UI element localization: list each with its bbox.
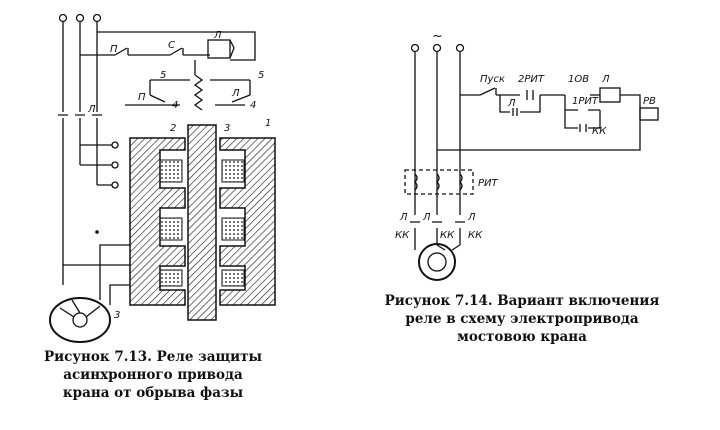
figure-right-labels: ~ Пуск 2РИТ Л 1ОВ 1РИТ Л РВ КК РИТ Л Л Л… xyxy=(395,29,656,241)
rit-coils xyxy=(414,173,463,191)
relay-armature xyxy=(229,39,235,59)
coil-terminal-3 xyxy=(111,181,119,189)
r-rit2-contact xyxy=(526,90,534,100)
terminal-2 xyxy=(75,13,85,23)
r-motor-rotor xyxy=(427,252,447,272)
label-rit1: 1РИТ xyxy=(572,96,599,107)
caption-figure-7-14: Рисунок 7.14. Вариант включения реле в с… xyxy=(372,292,672,346)
label-five-left: 5 xyxy=(160,70,166,81)
label-four-left: 4 xyxy=(172,100,178,111)
phase-lines xyxy=(62,22,98,112)
winding-l2 xyxy=(159,217,183,241)
motor-feed xyxy=(62,244,130,305)
terminal-1 xyxy=(58,13,68,23)
coil-terminal-1 xyxy=(111,141,119,149)
motor-spokes xyxy=(59,299,101,318)
relay-coil-top xyxy=(207,39,231,59)
caption-figure-7-13: Рисунок 7.13. Реле защиты асинхронного п… xyxy=(18,348,288,402)
label-l-coil: Л xyxy=(601,74,610,85)
label-part3: 3 xyxy=(224,123,230,134)
r-coil-rv xyxy=(639,107,659,121)
r-rit1-branch xyxy=(564,95,600,111)
r-phase-lines xyxy=(414,52,461,215)
label-pusk: Пуск xyxy=(480,74,505,85)
relay-arms xyxy=(149,94,251,103)
coil-terminal-2 xyxy=(111,161,119,169)
winding-r3 xyxy=(221,269,245,287)
label-kk2: КК xyxy=(440,230,455,241)
label-kk: КК xyxy=(592,126,607,137)
relay-winding xyxy=(193,60,204,111)
caption-line: реле в схему электропривода xyxy=(405,311,639,327)
label-line-l: Л xyxy=(87,104,96,115)
motor-circle xyxy=(49,297,111,343)
r-lower-contacts xyxy=(410,221,465,250)
center-bar xyxy=(187,124,217,321)
winding-r2 xyxy=(221,217,245,241)
label-l-lower: Л xyxy=(231,88,240,99)
caption-line: крана от обрыва фазы xyxy=(62,385,244,401)
label-kk3: КК xyxy=(468,230,483,241)
label-l2: Л xyxy=(422,212,431,223)
caption-line: Рисунок 7.13. Реле защиты xyxy=(43,349,263,365)
caption-line: Рисунок 7.14. Вариант включения xyxy=(384,293,660,309)
label-1ov: 1ОВ xyxy=(568,74,589,85)
r-terminal-3 xyxy=(455,43,465,53)
caption-line: мостовою крана xyxy=(457,329,587,345)
r-terminal-2 xyxy=(432,43,442,53)
label-rit2: 2РИТ xyxy=(518,74,545,85)
r-kk-branch xyxy=(564,110,601,129)
r-control-top xyxy=(437,94,641,151)
label-p-contact: П xyxy=(110,44,118,55)
label-tilde: ~ xyxy=(432,29,443,44)
label-part1: 1 xyxy=(265,118,271,129)
r-l-contact xyxy=(512,108,518,116)
label-relay-top: Л xyxy=(213,30,222,41)
winding-l3 xyxy=(159,269,183,287)
figure-right-schematic xyxy=(404,43,659,281)
r-motor-circle xyxy=(418,243,456,281)
label-four-right: 4 xyxy=(250,100,256,111)
label-p-lower: П xyxy=(138,92,146,103)
caption-line: асинхронного привода xyxy=(63,367,243,383)
core-right xyxy=(219,137,276,306)
label-l-contact: Л xyxy=(507,98,516,109)
label-part2: 2 xyxy=(170,123,176,134)
motor-rotor xyxy=(72,312,88,328)
contact-c xyxy=(169,47,195,56)
r-kk-contact xyxy=(579,124,587,132)
figure-left-schematic xyxy=(49,13,276,343)
coil-feed xyxy=(80,144,112,186)
relay-links xyxy=(149,79,251,95)
terminal-3 xyxy=(92,13,102,23)
r-motor-leads xyxy=(436,244,461,251)
label-rv: РВ xyxy=(643,96,656,107)
r-coil-l xyxy=(599,87,621,103)
r-l-bypass xyxy=(499,95,541,113)
control-wire-top xyxy=(97,31,256,61)
rit-box xyxy=(404,169,474,195)
label-five-right: 5 xyxy=(258,70,264,81)
winding-r1 xyxy=(221,159,245,183)
winding-l1 xyxy=(159,159,183,183)
contact-p xyxy=(114,47,140,56)
label-kk1: КК xyxy=(395,230,410,241)
label-l3: Л xyxy=(467,212,476,223)
core-left xyxy=(129,137,186,306)
phase-continuation xyxy=(62,118,98,265)
label-l1: Л xyxy=(399,212,408,223)
label-motor: 3 xyxy=(114,310,120,321)
r-pusk-button xyxy=(479,87,500,96)
label-rit-box: РИТ xyxy=(478,178,499,189)
label-c-contact: С xyxy=(168,40,175,51)
dot-mark xyxy=(95,230,99,234)
figure-left-labels: П С Л 5 5 П Л 4 4 Л 1 2 3 3 xyxy=(87,30,271,321)
r-terminal-1 xyxy=(410,43,420,53)
